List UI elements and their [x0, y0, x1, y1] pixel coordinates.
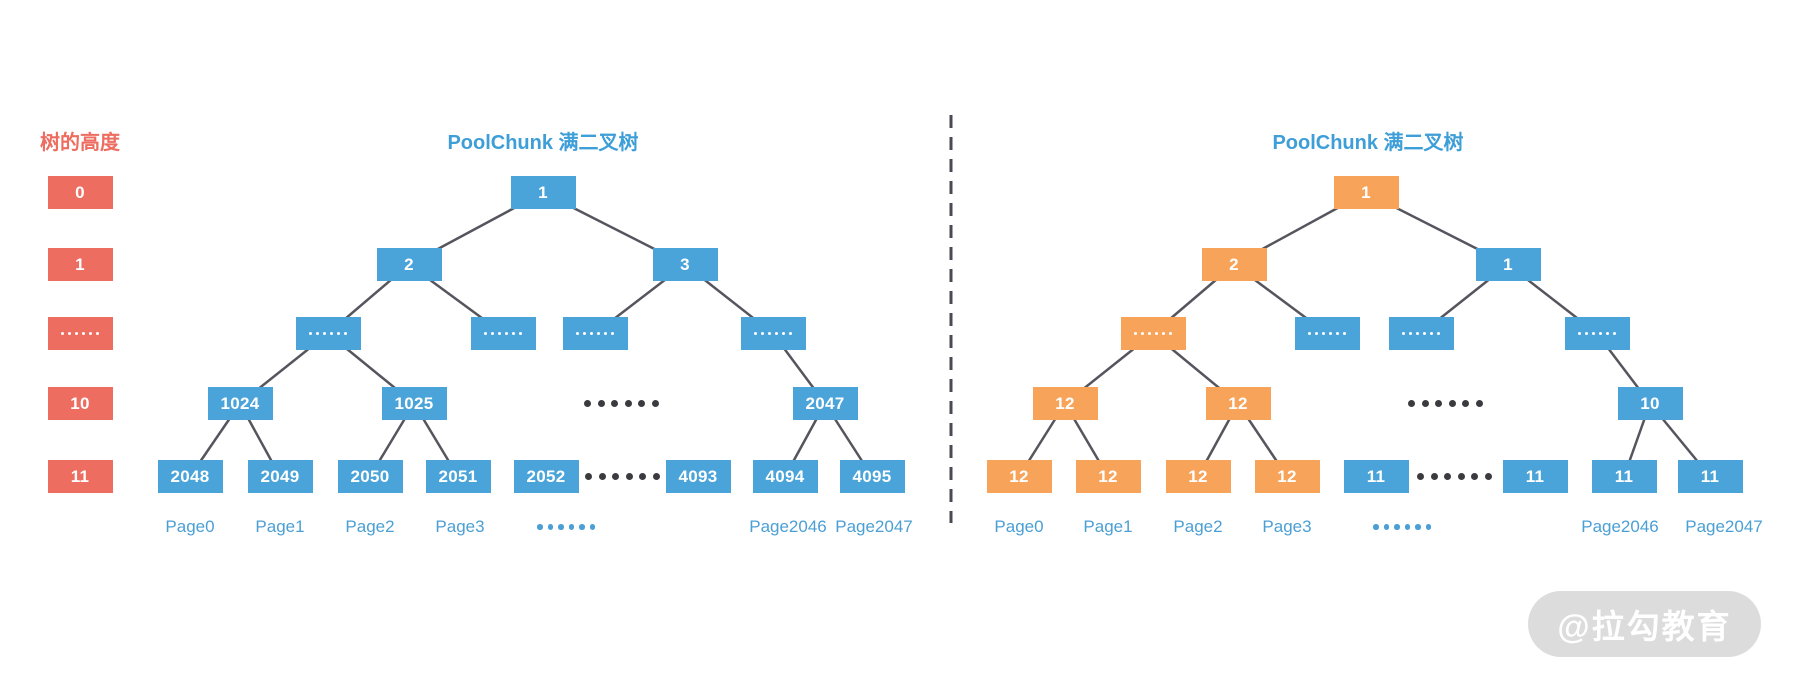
tree-node-1: 1 [1475, 248, 1541, 281]
tree-node-12: 12 [1165, 460, 1231, 493]
page-ellipsis-dots [537, 524, 595, 530]
tree-node-1: 1 [1333, 176, 1399, 209]
page-label-Page2: Page2 [345, 517, 395, 536]
tree-node-ellipsis [1564, 317, 1630, 350]
left-tree-title: PoolChunk 满二叉树 [447, 132, 639, 154]
page-label-Page3: Page3 [435, 517, 485, 536]
right-tree-title: PoolChunk 满二叉树 [1272, 132, 1464, 154]
tree-node-ellipsis [740, 317, 806, 350]
tree-node-ellipsis [1294, 317, 1360, 350]
height-box-0: 0 [47, 176, 113, 209]
height-box-10: 10 [47, 387, 113, 420]
page-label-Page2047: Page2047 [835, 517, 913, 536]
tree-node-11: 11 [1677, 460, 1743, 493]
tree-node-ellipsis [562, 317, 628, 350]
page-label-Page3: Page3 [1262, 517, 1312, 536]
tree-node-ellipsis [295, 317, 361, 350]
tree-node-11: 11 [1502, 460, 1568, 493]
tree-node-2052: 2052 [513, 460, 579, 493]
page-label-Page1: Page1 [255, 517, 305, 536]
tree-node-ellipsis [1388, 317, 1454, 350]
tree-node-1: 1 [510, 176, 576, 209]
tree-node-12: 12 [1075, 460, 1141, 493]
page-label-Page2046: Page2046 [749, 517, 827, 536]
level-ellipsis-dots [585, 473, 660, 480]
ellipsis-dots [753, 331, 793, 336]
tree-node-11: 11 [1591, 460, 1657, 493]
tree-node-4095: 4095 [839, 460, 905, 493]
tree-node-2049: 2049 [247, 460, 313, 493]
ellipsis-dots [1577, 331, 1617, 336]
watermark-text: @拉勾教育 [1557, 608, 1732, 645]
level-ellipsis-dots [1408, 400, 1483, 407]
tree-node-2047: 2047 [792, 387, 858, 420]
tree-node-2: 2 [1201, 248, 1267, 281]
tree-node-4094: 4094 [752, 460, 818, 493]
tree-node-ellipsis [1120, 317, 1186, 350]
tree-node-3: 3 [652, 248, 718, 281]
page-label-Page0: Page0 [165, 517, 215, 536]
tree-node-12: 12 [1032, 387, 1098, 420]
tree-node-10: 10 [1617, 387, 1683, 420]
tree-node-12: 12 [986, 460, 1052, 493]
tree-node-2048: 2048 [157, 460, 223, 493]
tree-height-legend-title: 树的高度 [40, 132, 120, 154]
tree-node-ellipsis [470, 317, 536, 350]
tree-node-11: 11 [1343, 460, 1409, 493]
level-ellipsis-dots [584, 400, 659, 407]
ellipsis-dots [60, 331, 100, 336]
tree-node-12: 12 [1254, 460, 1320, 493]
ellipsis-dots [483, 331, 523, 336]
page-ellipsis-dots [1373, 524, 1431, 530]
tree-node-1025: 1025 [381, 387, 447, 420]
page-label-Page1: Page1 [1083, 517, 1133, 536]
page-label-Page2046: Page2046 [1581, 517, 1659, 536]
ellipsis-dots [308, 331, 348, 336]
page-label-Page0: Page0 [994, 517, 1044, 536]
height-box-11: 11 [47, 460, 113, 493]
height-box-ellipsis [47, 317, 113, 350]
ellipsis-dots [575, 331, 615, 336]
level-ellipsis-dots [1417, 473, 1492, 480]
watermark-badge: @拉勾教育 [1528, 591, 1761, 657]
tree-node-4093: 4093 [665, 460, 731, 493]
tree-node-2050: 2050 [337, 460, 403, 493]
tree-node-12: 12 [1205, 387, 1271, 420]
tree-node-1024: 1024 [207, 387, 273, 420]
ellipsis-dots [1133, 331, 1173, 336]
page-label-Page2047: Page2047 [1685, 517, 1763, 536]
page-label-Page2: Page2 [1173, 517, 1223, 536]
tree-node-2051: 2051 [425, 460, 491, 493]
tree-node-2: 2 [376, 248, 442, 281]
height-box-1: 1 [47, 248, 113, 281]
ellipsis-dots [1307, 331, 1347, 336]
ellipsis-dots [1401, 331, 1441, 336]
